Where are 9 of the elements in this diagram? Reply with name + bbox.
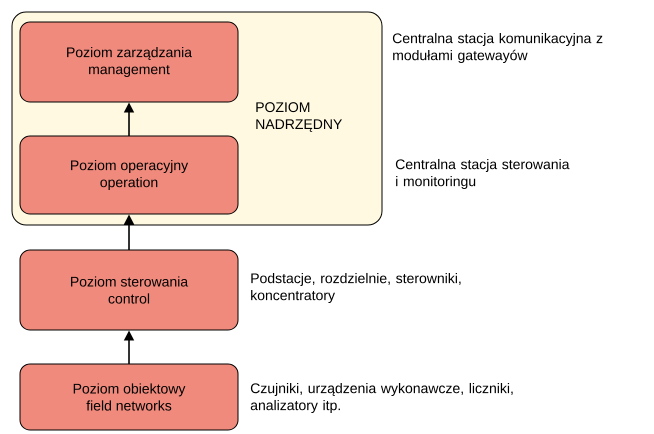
description: Centralna stacja sterowania i monitoringu [396, 158, 570, 189]
description: Czujniki, urządzenia wykonawcze, liczniki, analizatory itp. [250, 382, 513, 413]
level-box: Poziom zarządzania management [20, 22, 238, 102]
level-box: Poziom sterowania control [20, 250, 238, 330]
level-heading: POZIOM NADRZĘDNY [256, 102, 342, 132]
description: Podstacje, rozdzielnie, sterowniki, koncentratory [251, 272, 461, 303]
level-box: Poziom obiektowy field networks [20, 363, 238, 430]
level-box: Poziom operacyjny operation [20, 136, 238, 214]
description: Centralna stacja komunikacyjna z modułami gatewayów [392, 32, 602, 64]
